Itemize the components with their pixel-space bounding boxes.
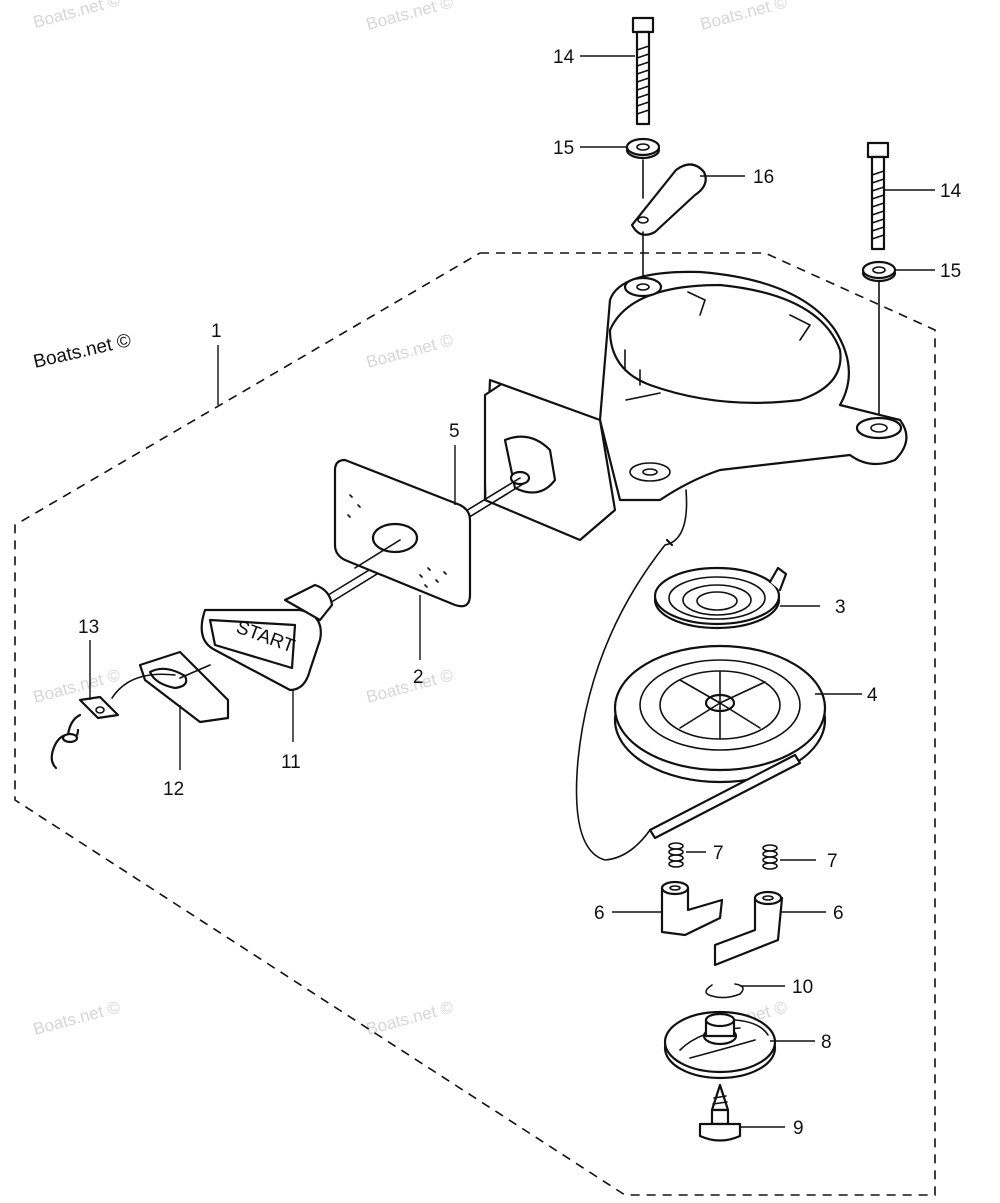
- rope-path: [575, 489, 688, 861]
- callout-6: 6: [594, 903, 605, 924]
- rope-through-plate: [354, 539, 401, 569]
- callout-1: 1: [211, 321, 222, 342]
- washer-left: [625, 137, 661, 160]
- pawl-right: [713, 890, 784, 967]
- callout-14: 14: [940, 181, 962, 202]
- rope-guide: [483, 378, 617, 542]
- callout-9: 9: [793, 1118, 804, 1139]
- callout-8: 8: [821, 1032, 832, 1053]
- pawl-spring-left: [668, 842, 684, 868]
- callout-3: 3: [835, 597, 846, 618]
- bolt-right: [866, 141, 890, 251]
- rope-end: [665, 538, 674, 547]
- starter-housing: [598, 270, 908, 502]
- callout-15: 15: [940, 261, 961, 282]
- start-handle: START: [200, 583, 334, 692]
- recoil-spring: [653, 566, 788, 630]
- assembly-boundary: [14, 252, 936, 1196]
- watermark: Boats.net ©: [698, 0, 789, 34]
- callout-10: 10: [792, 977, 813, 998]
- callout-6: 6: [833, 903, 844, 924]
- reel-pulley: [613, 644, 827, 840]
- watermark: Boats.net ©: [31, 0, 122, 32]
- drive-plate: [663, 1010, 777, 1080]
- callout-7: 7: [713, 843, 724, 864]
- callout-4: 4: [867, 685, 878, 706]
- bolt-left: [631, 16, 655, 126]
- callout-15: 15: [553, 138, 574, 159]
- callout-16: 16: [753, 167, 774, 188]
- callout-12: 12: [163, 779, 184, 800]
- grip-block: [138, 650, 230, 724]
- watermark: Boats.net ©: [364, 665, 455, 707]
- callout-5: 5: [449, 421, 460, 442]
- credit-text: Boats.net ©: [31, 330, 133, 373]
- watermark: Boats.net ©: [364, 997, 455, 1039]
- callout-11: 11: [281, 752, 301, 773]
- retainer-clip: [705, 983, 744, 999]
- washer-right: [861, 260, 897, 283]
- callout-14: 14: [553, 47, 575, 68]
- pawl-left: [660, 880, 724, 937]
- callout-2: 2: [413, 667, 424, 688]
- pawl-spring-right: [762, 844, 778, 870]
- watermark: Boats.net ©: [364, 0, 455, 34]
- center-screw: [698, 1083, 742, 1142]
- callout-7: 7: [827, 851, 838, 872]
- callouts: 14 15 16 14 15 1 5 2 3 4 7 7 6 6 10 8 9 …: [78, 47, 962, 1139]
- watermark: Boats.net ©: [31, 997, 122, 1039]
- watermark: Boats.net ©: [31, 665, 122, 707]
- leader-lines: [89, 55, 935, 1128]
- handle-plate: [333, 458, 472, 608]
- rope-through-grip: [111, 664, 211, 699]
- watermark: Boats.net ©: [364, 330, 455, 372]
- rope-tag: [50, 695, 120, 770]
- callout-13: 13: [78, 617, 99, 638]
